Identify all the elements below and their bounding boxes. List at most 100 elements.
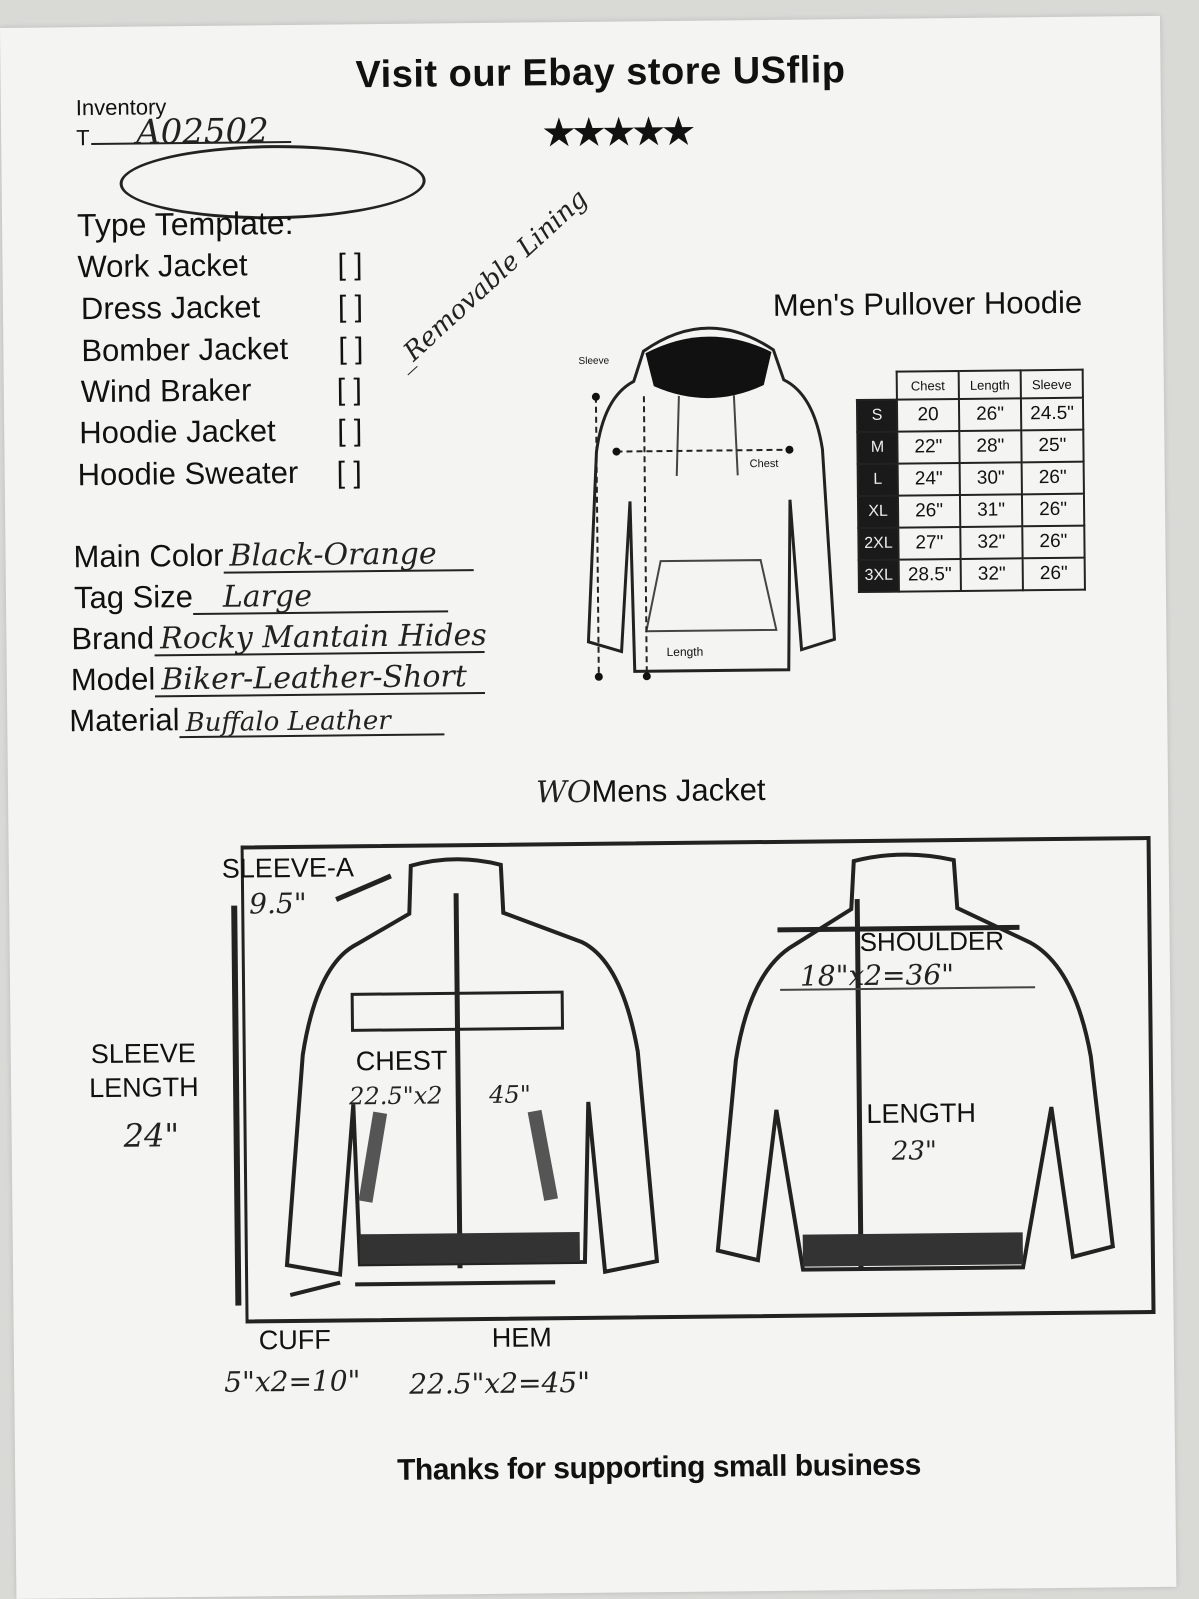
table-cell: 25" [1021, 429, 1084, 463]
table-row: L 24" 30" 26" [857, 461, 1084, 497]
jacket-front-diagram-icon [284, 857, 660, 1297]
table-cell: 26" [1022, 525, 1085, 559]
type-item-dress-jacket: Dress Jacket [80, 289, 261, 327]
field-value: Buffalo Leather [185, 705, 391, 739]
field-value-line[interactable]: Buffalo Leather [179, 703, 445, 739]
table-cell: 28" [959, 430, 1022, 463]
checkbox-hoodie-jacket[interactable]: [ ] [337, 414, 363, 448]
table-cell: 24.5" [1020, 397, 1084, 431]
table-row: M 22" 28" 25" [857, 429, 1084, 465]
field-value-line[interactable]: Large [192, 578, 449, 616]
table-row: XL 26" 31" 26" [857, 493, 1085, 529]
checkbox-dress-jacket[interactable]: [ ] [337, 290, 364, 324]
table-cell: 22" [897, 430, 960, 464]
size-cell: L [857, 463, 898, 497]
cuff-label: CUFF [258, 1324, 331, 1356]
table-cell: 31" [959, 494, 1023, 527]
field-value-line[interactable]: Biker-Leather-Short [155, 659, 486, 698]
rating-stars-icon: ★★★★★ [540, 109, 691, 156]
store-title: Visit our Ebay store USflip [355, 49, 846, 97]
field-value: Large [222, 578, 313, 615]
table-cell: 26" [897, 494, 961, 528]
field-value: Biker-Leather-Short [161, 659, 468, 698]
table-row: 2XL 27" 32" 26" [858, 525, 1085, 561]
type-item-work-jacket: Work Jacket [77, 247, 248, 285]
jacket-back-diagram-icon [715, 852, 1116, 1272]
womens-prefix: WO [535, 774, 592, 811]
table-cell: 24" [897, 462, 960, 496]
table-cell: 30" [959, 462, 1022, 495]
table-cell: 26" [1021, 493, 1085, 527]
table-cell: 28.5" [898, 558, 961, 592]
womens-title-text: Mens Jacket [591, 772, 766, 809]
shoulder-label: SHOULDER [859, 925, 1005, 958]
size-cell: XL [857, 495, 899, 529]
table-row: S 20 26" 24.5" [856, 397, 1084, 433]
field-value: Black-Orange [229, 536, 437, 574]
sleeve-a-label: SLEEVE-A [221, 852, 355, 884]
field-value: Rocky Mantain Hides [159, 617, 487, 657]
column-header: Length [958, 370, 1021, 399]
size-cell: M [857, 431, 898, 465]
field-value-line[interactable]: Rocky Mantain Hides [153, 617, 487, 657]
inventory-prefix: T [76, 125, 90, 151]
womens-jacket-title: WOMens Jacket [536, 772, 766, 810]
field-tag-size: Tag Size Large [73, 576, 449, 616]
type-item-hoodie-jacket: Hoodie Jacket [79, 413, 276, 451]
chest-value: 22.5"x2 [349, 1081, 443, 1111]
form-sheet: Visit our Ebay store USflip ★★★★★ Invent… [0, 15, 1177, 1599]
field-label: Material [69, 702, 180, 739]
hem-label: HEM [491, 1322, 552, 1353]
checkbox-work-jacket[interactable]: [ ] [337, 248, 363, 282]
table-cell: 26" [958, 398, 1022, 431]
type-item-bomber-jacket: Bomber Jacket [81, 331, 289, 369]
table-cell: 20 [896, 398, 960, 432]
thanks-message: Thanks for supporting small business [396, 1448, 922, 1487]
checkbox-bomber-jacket[interactable]: [ ] [338, 332, 364, 366]
table-cell: 32" [960, 558, 1023, 591]
chest-label: CHEST [355, 1045, 448, 1077]
column-header: Sleeve [1020, 369, 1083, 399]
type-item-hoodie-sweater: Hoodie Sweater [77, 454, 299, 493]
column-header: Chest [896, 370, 959, 400]
sleeve-length-bar [231, 905, 242, 1306]
field-label: Tag Size [73, 579, 194, 616]
sleeve-length-label-1: SLEEVE [90, 1038, 196, 1070]
size-cell: S [856, 399, 898, 433]
hoodie-length-label: Length [666, 644, 704, 660]
chest-total: 45" [489, 1080, 531, 1109]
table-cell: 32" [960, 526, 1023, 559]
hoodie-size-table: Chest Length Sleeve S 20 26" 24.5" M 22"… [856, 369, 1086, 593]
length-label: LENGTH [866, 1097, 977, 1129]
field-label: Main Color [73, 537, 224, 575]
table-cell: 27" [898, 526, 961, 560]
size-cell: 2XL [858, 527, 899, 561]
type-item-wind-braker: Wind Braker [80, 372, 252, 410]
checkbox-hoodie-sweater[interactable]: [ ] [336, 456, 362, 490]
sleeve-a-value: 9.5" [249, 886, 307, 921]
length-value: 23" [891, 1136, 938, 1167]
table-header-row: Chest Length Sleeve [857, 369, 1083, 400]
table-cell: 26" [1021, 461, 1084, 495]
sleeve-length-value: 24" [123, 1116, 180, 1155]
table-cell: 26" [1022, 557, 1085, 591]
sleeve-length-label-2: LENGTH [88, 1071, 199, 1104]
removable-lining-note: _Removable Lining [388, 183, 594, 377]
hem-value: 22.5"x2=45" [409, 1365, 591, 1401]
field-label: Brand [71, 620, 155, 657]
cuff-value: 5"x2=10" [224, 1364, 361, 1399]
table-row: 3XL 28.5" 32" 26" [858, 557, 1085, 593]
hoodie-diagram-icon [586, 326, 837, 681]
checkbox-wind-braker[interactable]: [ ] [336, 373, 362, 407]
field-label: Model [70, 661, 156, 698]
shoulder-value: 18"x2=36" [799, 958, 955, 993]
hoodie-sleeve-label: Sleeve [578, 355, 610, 367]
field-value-line[interactable]: Black-Orange [223, 536, 474, 574]
size-cell: 3XL [858, 559, 899, 593]
type-template-title: Type Template: [76, 204, 294, 244]
hoodie-chest-label: Chest [749, 457, 779, 471]
